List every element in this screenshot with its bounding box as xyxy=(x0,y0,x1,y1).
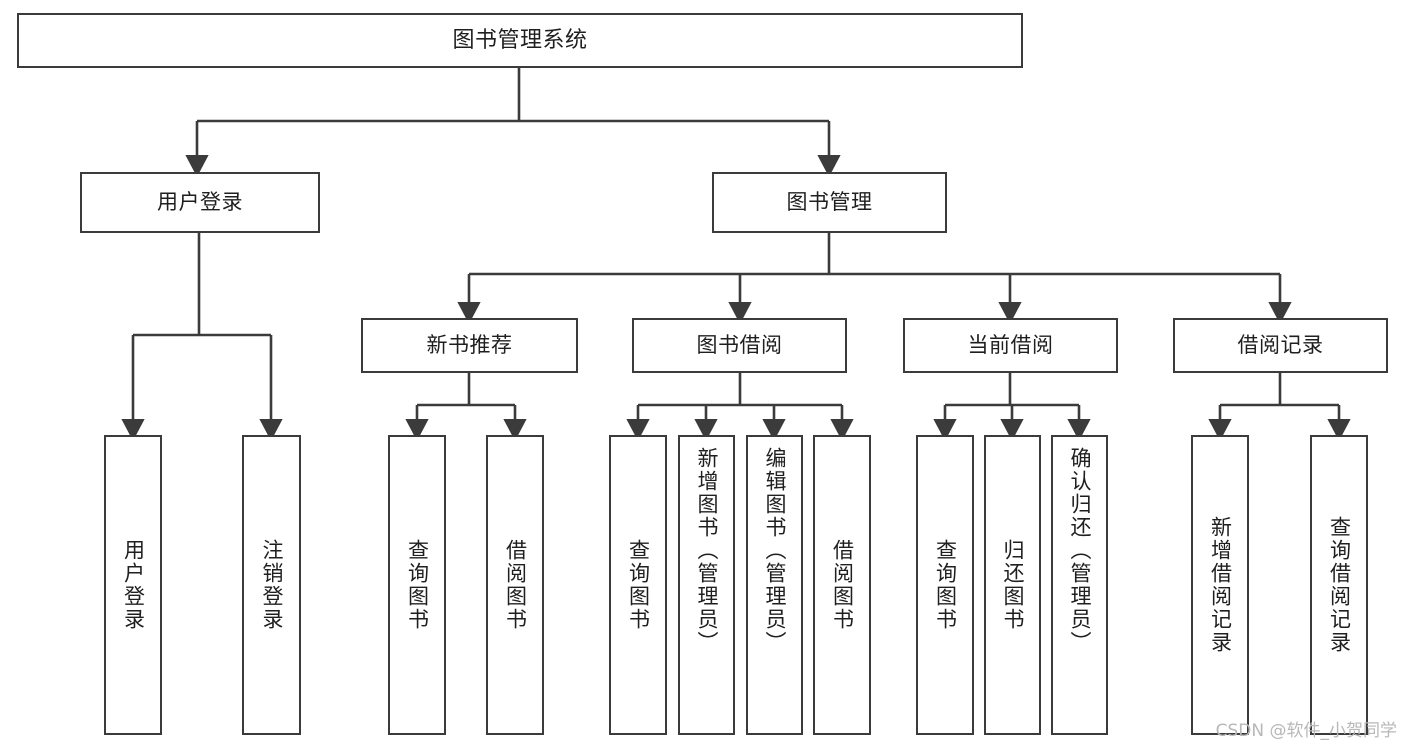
node-leaf-user-login[interactable]: 用户登录 xyxy=(104,435,162,735)
node-label: 图书管理系统 xyxy=(452,27,588,53)
node-leaf-query-book-recommend[interactable]: 查询图书 xyxy=(388,435,446,735)
node-label: 查询借阅记录 xyxy=(1327,516,1352,654)
node-new-book-recommend[interactable]: 新书推荐 xyxy=(361,318,578,373)
node-label: 图书借阅 xyxy=(696,333,783,358)
node-leaf-logout-login[interactable]: 注销登录 xyxy=(242,435,301,735)
node-leaf-borrow-book-recommend[interactable]: 借阅图书 xyxy=(486,435,544,735)
node-label: 借阅记录 xyxy=(1237,333,1324,358)
node-label: 查询图书 xyxy=(933,539,958,631)
node-leaf-edit-book-admin[interactable]: 编辑图书（管理员） xyxy=(746,435,803,735)
node-label: 查询图书 xyxy=(405,539,430,631)
node-label: 图书管理 xyxy=(786,190,873,215)
node-book-borrow[interactable]: 图书借阅 xyxy=(632,318,847,373)
node-current-borrow[interactable]: 当前借阅 xyxy=(903,318,1118,373)
node-user-login[interactable]: 用户登录 xyxy=(80,172,320,233)
node-borrow-record[interactable]: 借阅记录 xyxy=(1173,318,1388,373)
node-label: 借阅图书 xyxy=(830,539,855,631)
node-label: 注销登录 xyxy=(260,539,284,631)
node-label: 查询图书 xyxy=(626,539,651,631)
node-label: 归还图书 xyxy=(1001,539,1025,631)
node-root-book-management-system[interactable]: 图书管理系统 xyxy=(17,13,1023,68)
node-leaf-add-borrow-record[interactable]: 新增借阅记录 xyxy=(1191,435,1249,735)
node-label: 借阅图书 xyxy=(503,539,528,631)
node-leaf-confirm-return-admin[interactable]: 确认归还（管理员） xyxy=(1051,435,1108,735)
node-label: 新增图书（管理员） xyxy=(695,447,719,654)
node-label: 编辑图书（管理员） xyxy=(763,447,787,654)
node-label: 用户登录 xyxy=(121,539,146,631)
node-book-management[interactable]: 图书管理 xyxy=(712,172,947,233)
node-label: 当前借阅 xyxy=(967,333,1054,358)
node-label: 确认归还（管理员） xyxy=(1068,447,1092,654)
node-leaf-query-book-current[interactable]: 查询图书 xyxy=(916,435,974,735)
node-leaf-return-book[interactable]: 归还图书 xyxy=(984,435,1041,735)
node-label: 新书推荐 xyxy=(426,333,513,358)
node-leaf-query-borrow-record[interactable]: 查询借阅记录 xyxy=(1310,435,1368,735)
node-label: 用户登录 xyxy=(157,190,243,215)
node-label: 新增借阅记录 xyxy=(1208,516,1233,654)
node-leaf-borrow-book-borrow[interactable]: 借阅图书 xyxy=(813,435,871,735)
node-leaf-query-book-borrow[interactable]: 查询图书 xyxy=(609,435,667,735)
node-leaf-add-book-admin[interactable]: 新增图书（管理员） xyxy=(678,435,735,735)
csdn-watermark: CSDN @软件_小贺同学 xyxy=(1215,721,1397,741)
